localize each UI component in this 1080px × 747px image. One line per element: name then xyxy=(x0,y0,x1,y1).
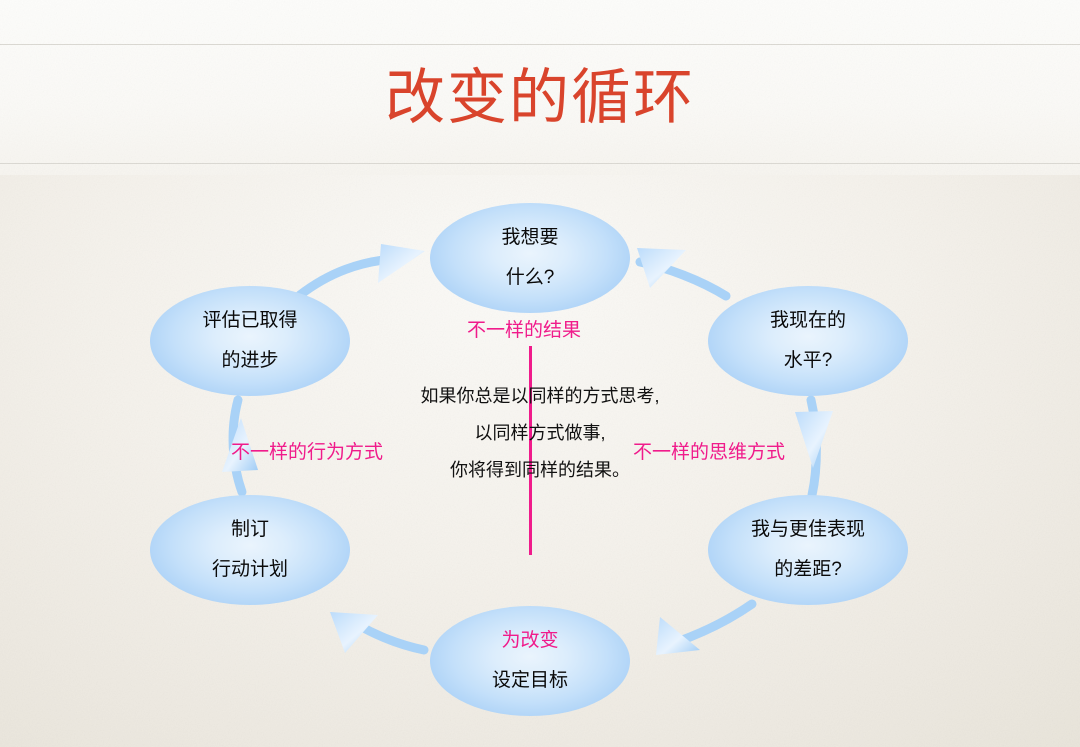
cycle-node-gap[interactable]: 我与更佳表现 的差距? xyxy=(708,495,908,605)
page-title: 改变的循环 xyxy=(385,64,695,131)
cycle-node-current-line1: 我现在的 xyxy=(769,310,846,331)
cycle-node-want[interactable]: 我想要 什么? xyxy=(430,203,630,313)
center-quote: 如果你总是以同样的方式思考, 以同样方式做事, 你将得到同样的结果。 xyxy=(340,378,740,489)
cycle-node-review-line1: 评估已取得 xyxy=(202,310,298,331)
cycle-node-plan-line1: 制订 xyxy=(230,519,269,540)
arrow-plan-to-review xyxy=(222,395,258,497)
arrow-goal-to-plan xyxy=(330,612,429,655)
arrow-current-to-gap xyxy=(795,395,833,500)
center-quote-line-1: 如果你总是以同样的方式思考, xyxy=(420,386,660,406)
cycle-node-goal-line1: 为改变 xyxy=(501,630,559,651)
label-different-result: 不一样的结果 xyxy=(467,320,582,341)
label-different-behavior: 不一样的行为方式 xyxy=(231,442,384,463)
cycle-node-plan[interactable]: 制订 行动计划 xyxy=(150,495,350,605)
cycle-node-current-line2: 水平? xyxy=(783,350,833,371)
arrow-review-to-want xyxy=(295,244,425,300)
arrow-want-to-current xyxy=(635,248,731,301)
cycle-node-review[interactable]: 评估已取得 的进步 xyxy=(150,286,350,396)
cycle-node-gap-line2: 的差距? xyxy=(774,559,842,580)
arrow-gap-to-goal xyxy=(656,599,757,655)
cycle-node-want-line2: 什么? xyxy=(505,267,555,288)
cycle-node-goal-line2: 设定目标 xyxy=(491,670,568,691)
label-different-thinking: 不一样的思维方式 xyxy=(633,442,786,463)
cycle-node-want-line1: 我想要 xyxy=(501,227,559,248)
cycle-node-gap-line1: 我与更佳表现 xyxy=(750,519,865,540)
cycle-node-review-line2: 的进步 xyxy=(221,350,279,371)
cycle-node-goal[interactable]: 为改变 设定目标 xyxy=(430,606,630,716)
cycle-node-plan-line2: 行动计划 xyxy=(211,559,288,580)
